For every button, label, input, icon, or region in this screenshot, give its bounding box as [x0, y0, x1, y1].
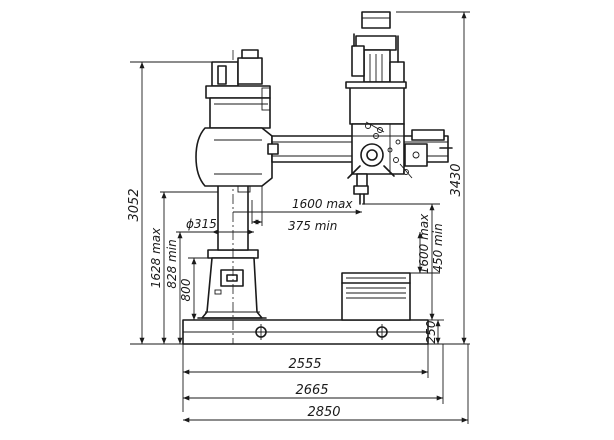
dim-spindle-min: 450 min [431, 223, 445, 272]
dimension-lines [130, 11, 470, 424]
dim-width-2665: 2665 [295, 383, 328, 398]
dim-arm-height-max: 1628 max [149, 227, 163, 288]
dim-base-thickness: 250 [424, 320, 438, 343]
dim-arm-reach-max: 1600 max [292, 197, 353, 211]
base-bolt-hole-right [374, 324, 390, 340]
dim-arm-height-min: 828 min [165, 239, 179, 288]
base-bolt-hole-left [253, 324, 269, 340]
dim-overall-height: 3430 [449, 163, 464, 196]
dim-pedestal-height: 800 [179, 278, 193, 301]
dim-width-2555: 2555 [288, 357, 321, 372]
dim-column-diameter: ϕ315 [186, 217, 217, 231]
work-table [341, 272, 411, 321]
dim-arm-reach-min: 375 min [288, 219, 337, 233]
base-plate [182, 319, 429, 345]
dim-width-2850: 2850 [307, 405, 340, 420]
arm-sleeve [195, 127, 273, 193]
dim-total-height: 3052 [127, 188, 142, 221]
dim-spindle-max: 1600 max [417, 213, 431, 274]
column-head [205, 49, 271, 129]
drill-head [345, 11, 413, 205]
column-pedestal [197, 249, 267, 319]
